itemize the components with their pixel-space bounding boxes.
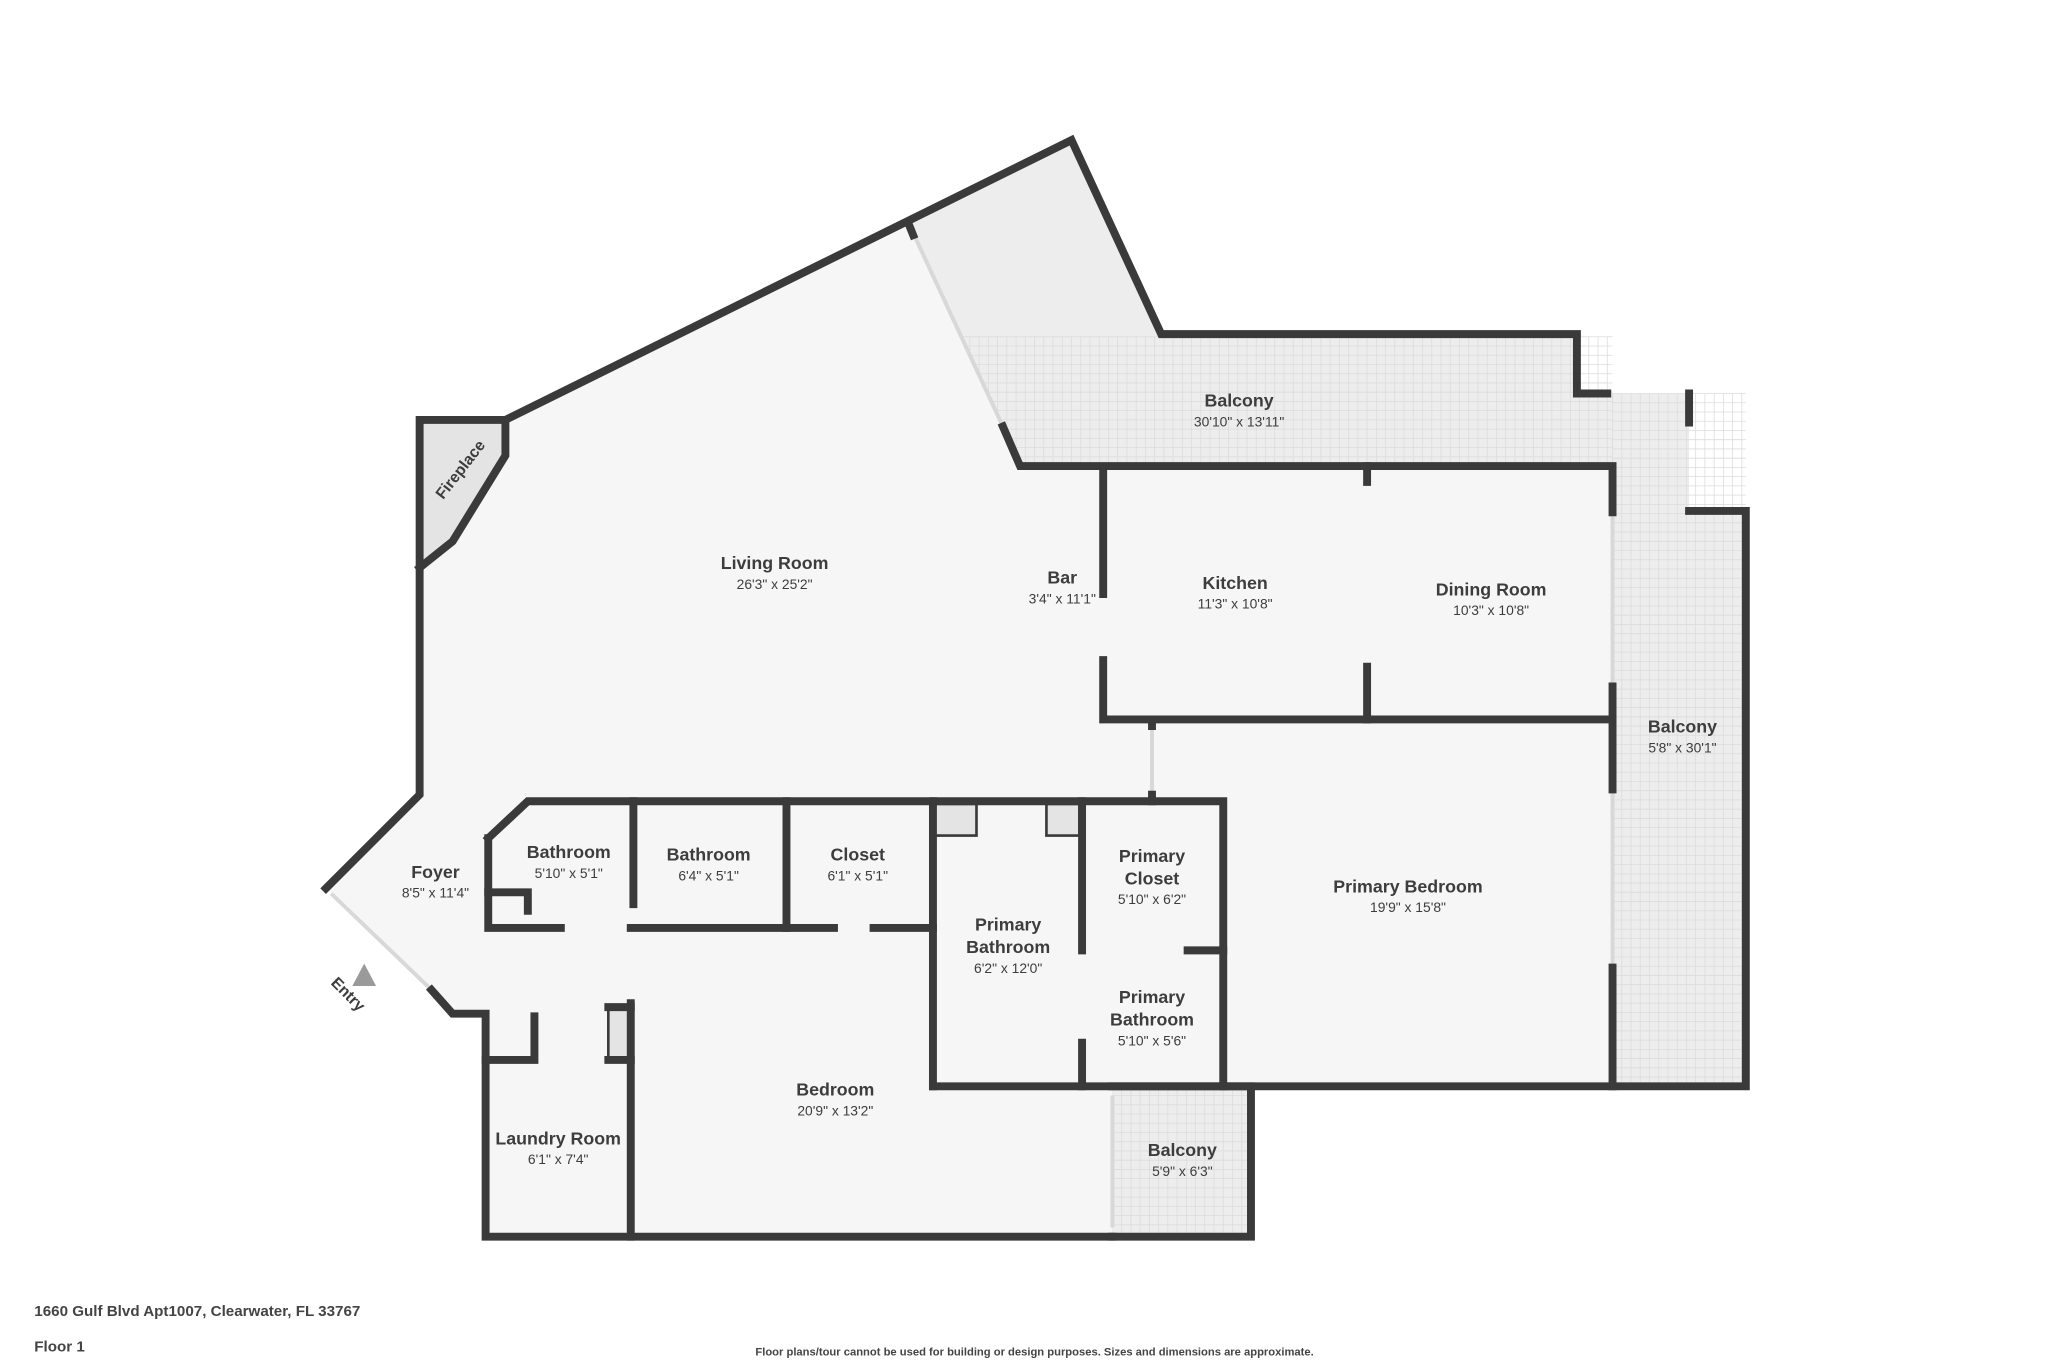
floor-label: Floor 1	[34, 1339, 85, 1356]
room-living-room: Living Room 26'3" x 25'2"	[721, 553, 829, 592]
svg-text:Bedroom: Bedroom	[796, 1080, 874, 1100]
room-balcony-small: Balcony 5'9" x 6'3"	[1148, 1140, 1217, 1179]
svg-text:Bathroom: Bathroom	[667, 845, 751, 865]
svg-text:Bathroom: Bathroom	[966, 937, 1050, 957]
svg-text:20'9" x 13'2": 20'9" x 13'2"	[797, 1102, 873, 1118]
room-primary-bathroom: Primary Bathroom 6'2" x 12'0"	[966, 915, 1050, 976]
room-primary-bedroom: Primary Bedroom 19'9" x 15'8"	[1333, 876, 1482, 915]
svg-text:Primary: Primary	[1119, 987, 1185, 1007]
svg-text:Closet: Closet	[831, 845, 885, 865]
balcony-small-area	[1112, 1086, 1251, 1237]
svg-text:Foyer: Foyer	[411, 862, 460, 882]
svg-text:30'10" x 13'11": 30'10" x 13'11"	[1194, 413, 1284, 429]
room-closet: Closet 6'1" x 5'1"	[827, 845, 888, 884]
svg-text:5'10" x 6'2": 5'10" x 6'2"	[1118, 891, 1186, 907]
room-balcony-right: Balcony 5'8" x 30'1"	[1648, 717, 1717, 756]
svg-text:Balcony: Balcony	[1204, 391, 1273, 411]
disclaimer: Floor plans/tour cannot be used for buil…	[755, 1346, 1313, 1358]
svg-text:8'5" x 11'4": 8'5" x 11'4"	[402, 885, 469, 901]
address: 1660 Gulf Blvd Apt1007, Clearwater, FL 3…	[34, 1303, 360, 1320]
svg-text:6'1" x 7'4": 6'1" x 7'4"	[528, 1151, 589, 1167]
entry-arrow-icon	[352, 963, 377, 987]
svg-text:5'10" x 5'1": 5'10" x 5'1"	[535, 865, 603, 881]
svg-text:Balcony: Balcony	[1648, 717, 1717, 737]
room-bar: Bar 3'4" x 11'1"	[1029, 568, 1096, 607]
room-kitchen: Kitchen 11'3" x 10'8"	[1198, 573, 1273, 612]
svg-text:Laundry Room: Laundry Room	[495, 1128, 621, 1148]
svg-text:Bathroom: Bathroom	[1110, 1010, 1194, 1030]
shaft	[932, 802, 978, 837]
balconies	[907, 140, 1746, 1237]
svg-text:5'8" x 30'1": 5'8" x 30'1"	[1648, 739, 1716, 755]
room-bathroom-2: Bathroom 6'4" x 5'1"	[667, 845, 751, 884]
svg-text:Dining Room: Dining Room	[1436, 579, 1547, 599]
svg-text:Primary: Primary	[1119, 846, 1185, 866]
svg-text:Kitchen: Kitchen	[1203, 573, 1268, 593]
svg-text:Balcony: Balcony	[1148, 1140, 1217, 1160]
room-labels: Living Room 26'3" x 25'2" Bar 3'4" x 11'…	[327, 391, 1717, 1179]
svg-text:6'1" x 5'1": 6'1" x 5'1"	[827, 867, 888, 883]
svg-text:6'4" x 5'1": 6'4" x 5'1"	[678, 867, 739, 883]
svg-text:26'3" x 25'2": 26'3" x 25'2"	[737, 576, 813, 592]
svg-text:5'10" x 5'6": 5'10" x 5'6"	[1118, 1032, 1186, 1048]
interior-floor	[325, 221, 1613, 1237]
svg-text:19'9" x 15'8": 19'9" x 15'8"	[1370, 899, 1446, 915]
svg-text:3'4" x 11'1": 3'4" x 11'1"	[1029, 590, 1096, 606]
balcony-tiles	[923, 336, 1746, 1237]
svg-text:10'3" x 10'8": 10'3" x 10'8"	[1453, 602, 1529, 618]
svg-text:11'3" x 10'8": 11'3" x 10'8"	[1198, 596, 1273, 612]
room-dining-room: Dining Room 10'3" x 10'8"	[1436, 579, 1547, 618]
room-primary-bathroom-2: Primary Bathroom 5'10" x 5'6"	[1110, 987, 1194, 1048]
svg-text:Closet: Closet	[1125, 868, 1179, 888]
svg-text:Primary: Primary	[975, 915, 1041, 935]
room-bedroom: Bedroom 20'9" x 13'2"	[796, 1080, 874, 1119]
svg-text:Primary Bedroom: Primary Bedroom	[1333, 876, 1482, 896]
room-primary-closet: Primary Closet 5'10" x 6'2"	[1118, 846, 1186, 907]
svg-text:Bathroom: Bathroom	[527, 842, 611, 862]
room-laundry-room: Laundry Room 6'1" x 7'4"	[495, 1128, 621, 1167]
svg-text:Living Room: Living Room	[721, 553, 829, 573]
svg-text:Bar: Bar	[1047, 568, 1077, 588]
svg-text:6'2" x 12'0": 6'2" x 12'0"	[974, 960, 1042, 976]
svg-text:5'9" x 6'3": 5'9" x 6'3"	[1152, 1163, 1213, 1179]
room-foyer: Foyer 8'5" x 11'4"	[402, 862, 469, 901]
walls	[320, 134, 1750, 1241]
room-bathroom-1: Bathroom 5'10" x 5'1"	[527, 842, 611, 881]
shaft	[1045, 802, 1081, 837]
room-balcony-top: Balcony 30'10" x 13'11"	[1194, 391, 1284, 430]
